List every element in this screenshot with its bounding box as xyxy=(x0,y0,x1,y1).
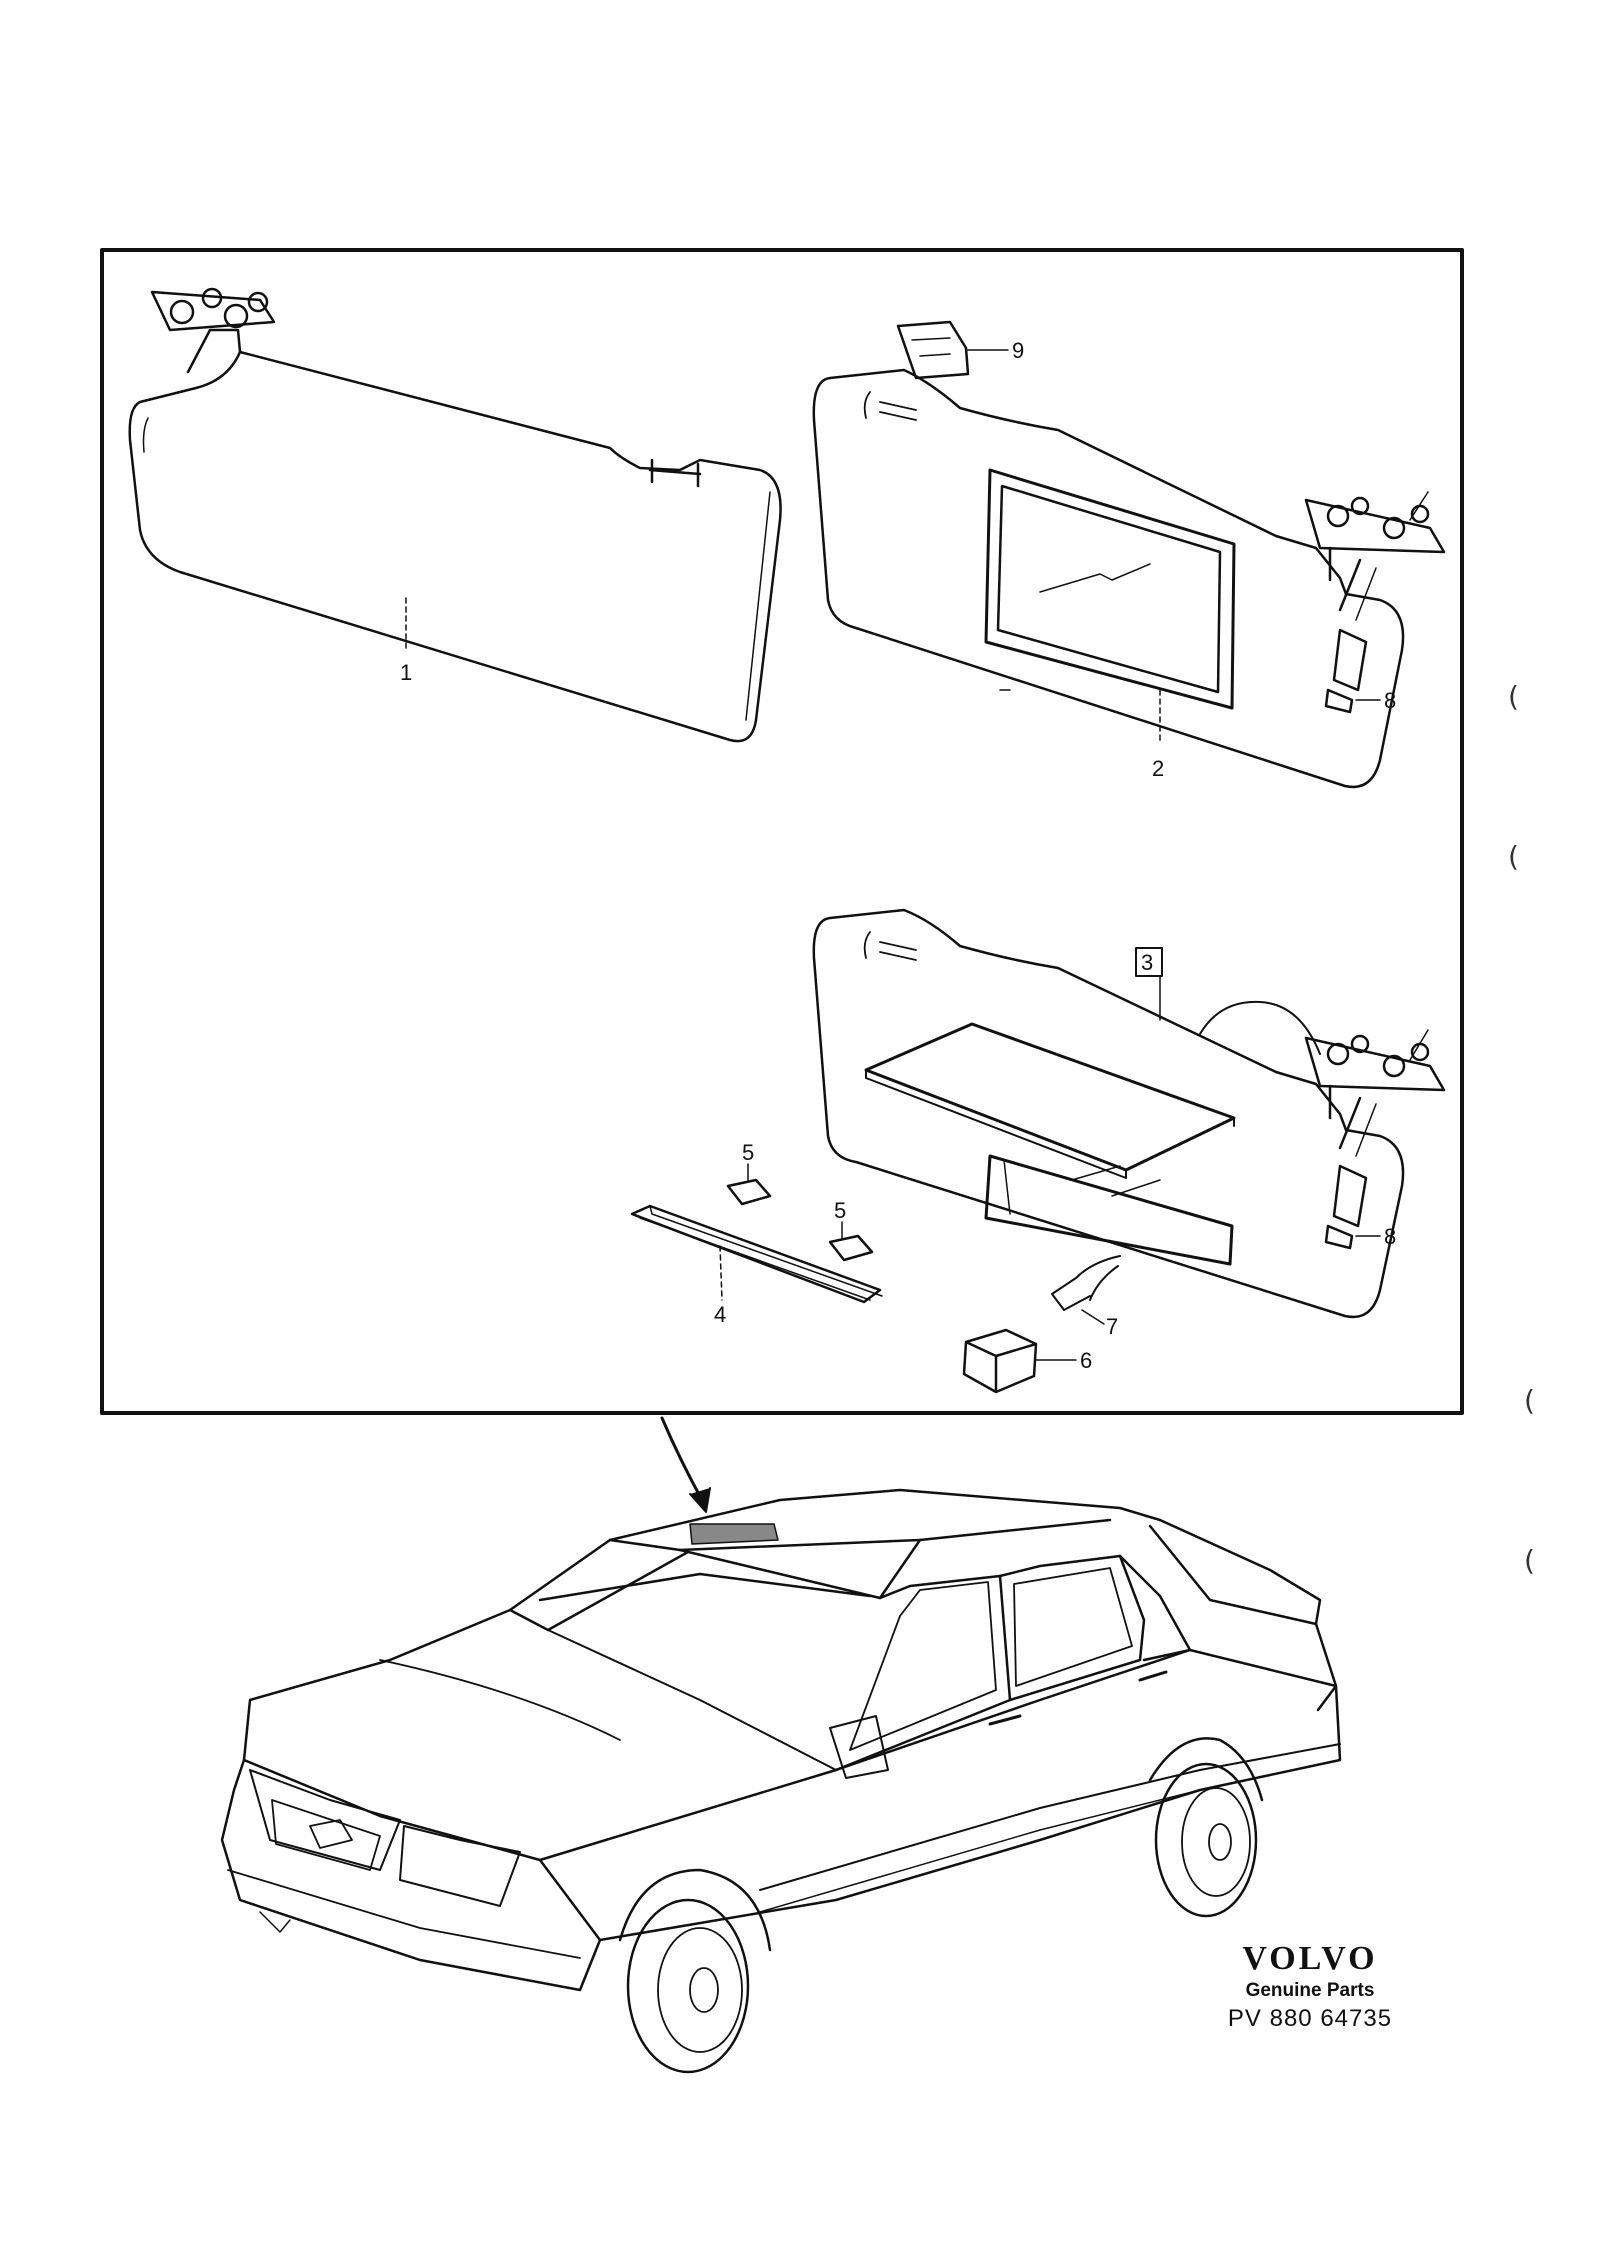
sun-visor-plain xyxy=(128,287,782,743)
margin-mark-4: ( xyxy=(1524,1544,1535,1577)
brand-subtitle: Genuine Parts xyxy=(1245,1980,1375,2001)
car-illustration xyxy=(220,1488,1342,2074)
callout-7: 7 xyxy=(1106,1314,1118,1339)
lamp-clip-5b xyxy=(828,1221,874,1262)
margin-mark-2: ( xyxy=(1508,840,1519,873)
clip-9 xyxy=(896,320,970,380)
detail-frame xyxy=(100,248,1464,1415)
sun-visor-lighted xyxy=(812,908,1446,1394)
callout-6: 6 xyxy=(1080,1348,1092,1373)
connector-6 xyxy=(962,1328,1038,1394)
lamp-clip-5a xyxy=(726,1163,772,1206)
callout-9: 9 xyxy=(1012,338,1024,363)
callout-box-3 xyxy=(1135,947,1163,977)
screw-8b xyxy=(1324,1164,1368,1250)
callout-5a: 5 xyxy=(742,1140,754,1165)
sun-visor-location xyxy=(689,1523,779,1545)
pointer-arrow xyxy=(660,1416,704,1502)
margin-mark-3: ( xyxy=(1524,1384,1535,1417)
callout-1: 1 xyxy=(400,660,412,685)
brand-block: VOLVO Genuine Parts PV 880 64735 xyxy=(1200,1940,1420,2034)
callout-2: 2 xyxy=(1152,756,1164,781)
screw-8a xyxy=(1324,628,1368,714)
sun-visor-mirror xyxy=(812,320,1446,789)
callout-4: 4 xyxy=(714,1302,726,1327)
callout-labels: 1 2 3 4 5 5 6 7 8 8 9 xyxy=(400,338,1396,1373)
brand-logo: VOLVO xyxy=(1242,1940,1378,1977)
callout-8a: 8 xyxy=(1384,688,1396,713)
part-code: PV 880 64735 xyxy=(1227,2005,1393,2032)
wire-harness-7 xyxy=(1051,1255,1121,1311)
rear-wheel xyxy=(1148,1737,1264,1918)
lamp-strip-4 xyxy=(630,1204,883,1304)
side-mirror xyxy=(829,1715,889,1779)
callout-5b: 5 xyxy=(834,1198,846,1223)
callout-8b: 8 xyxy=(1384,1224,1396,1249)
mounting-bracket-1 xyxy=(150,290,276,332)
margin-mark-1: ( xyxy=(1508,680,1519,713)
callout-3: 3 xyxy=(1141,950,1153,975)
front-wheel xyxy=(618,1868,772,2074)
